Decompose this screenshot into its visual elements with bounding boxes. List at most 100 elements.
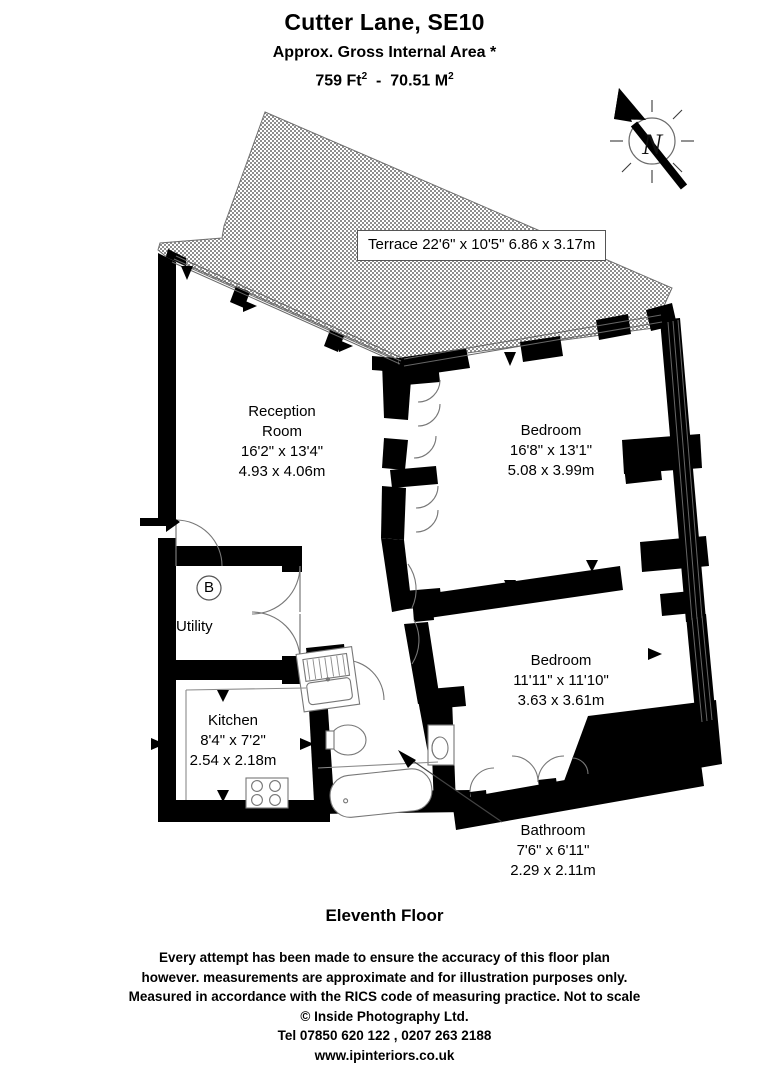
bedroom1-label-imperial: 16'8" x 13'1" — [509, 442, 593, 459]
area-feet-exponent: 2 — [361, 71, 368, 82]
door-bed1-arc-c — [413, 435, 437, 459]
kitchen-sink — [295, 646, 361, 713]
kitchen-label-metric: 2.54 x 2.18m — [189, 752, 277, 769]
wall-right-stub-c — [640, 536, 709, 572]
door-leaves — [175, 520, 301, 660]
website-line[interactable]: www.ipinteriors.co.uk — [314, 1047, 455, 1063]
terrace-label-metric: 6.86 x 3.17m — [508, 236, 596, 253]
door-utility-arc-a — [251, 565, 301, 615]
dim-tick-recep-a — [181, 266, 193, 280]
door-bed2-arc-c — [537, 755, 565, 783]
area-metric-value: 70.51 M — [390, 72, 449, 90]
room-label-bedroom-2: Bedroom 11'11" x 11'10" 3.63 x 3.61m — [486, 651, 636, 711]
wall-bath-upper-left — [404, 622, 440, 704]
dim-tick-bed1-a — [504, 352, 516, 366]
page-title: Cutter Lane, SE10 — [284, 9, 485, 35]
boiler-marker — [196, 575, 222, 601]
bathroom-wc — [325, 724, 367, 756]
bedroom2-label-name: Bedroom — [530, 652, 592, 669]
door-entrance-arc — [175, 519, 223, 567]
entrance-arrow — [140, 512, 180, 532]
compass-north-letter: N — [641, 128, 664, 161]
reception-label-name: Reception — [248, 403, 316, 420]
wall-bottom-right-wedge — [560, 700, 722, 792]
room-label-kitchen: Kitchen 8'4" x 7'2" 2.54 x 2.18m — [158, 711, 308, 771]
terrace-label-name: Terrace — [368, 236, 419, 253]
plan-header: Cutter Lane, SE10 Approx. Gross Internal… — [0, 8, 769, 92]
wall-bed1-top-b — [520, 336, 563, 362]
wall-utility-top-jamb — [282, 546, 302, 572]
reception-label-imperial: 16'2" x 13'4" — [240, 443, 324, 460]
dimension-ticks — [151, 266, 662, 802]
door-bed1-arc-a — [417, 379, 441, 403]
room-label-terrace: Terrace 22'6" x 10'5" 6.86 x 3.17m — [357, 230, 607, 261]
wall-utility-bottom — [176, 660, 300, 680]
dim-tick-bed2-a — [586, 560, 598, 572]
disclaimer-line-1: Every attempt has been made to ensure th… — [159, 950, 610, 965]
wall-bed1-top-c — [596, 314, 631, 340]
disclaimer-line-3: Measured in accordance with the RICS cod… — [128, 989, 641, 1004]
area-feet-value: 759 Ft — [315, 72, 362, 90]
bathroom-bathtub — [329, 768, 433, 818]
room-label-bedroom-1: Bedroom 16'8" x 13'1" 5.08 x 3.99m — [476, 421, 626, 481]
dim-tick-left — [151, 738, 165, 750]
door-bed2-arc-d — [571, 757, 589, 775]
wall-left-lower — [158, 538, 176, 815]
dim-tick-kitchen-bottom — [217, 790, 229, 802]
wall-partition-mid — [382, 438, 408, 470]
boiler-marker-label: B — [199, 578, 219, 598]
floor-name: Eleventh Floor — [325, 906, 444, 925]
area-metric-exponent: 2 — [448, 71, 454, 82]
door-bed2-arc-b — [511, 755, 539, 783]
dim-tick-kitchen-right — [300, 738, 314, 750]
door-bed1-arc-b — [417, 403, 441, 427]
area-values: 759 Ft2 - 70.51 M2 — [0, 66, 769, 92]
wall-right-stub-d — [660, 590, 704, 616]
door-utility-arc-b — [251, 611, 301, 661]
wall-right-lower — [686, 614, 716, 722]
bathroom-basin — [427, 724, 455, 766]
utility-label-name: Utility — [176, 618, 213, 635]
copyright-line: © Inside Photography Ltd. — [300, 1008, 469, 1024]
door-bed1-arc-e — [415, 509, 439, 533]
wall-bed2-jamb-c — [572, 772, 591, 796]
wall-bed2-jamb-a — [470, 790, 488, 814]
wall-jamb-a — [392, 364, 440, 386]
disclaimer-block: Every attempt has been made to ensure th… — [0, 948, 769, 1065]
wall-bath-top-right — [418, 686, 466, 710]
wall-jamb-b — [390, 466, 438, 488]
kitchen-label-imperial: 8'4" x 7'2" — [200, 732, 266, 749]
dim-tick-recep-b — [243, 300, 257, 312]
bedroom1-label-metric: 5.08 x 3.99m — [507, 462, 595, 479]
dim-tick-recep-c — [339, 340, 353, 352]
dim-tick-bed2-c — [648, 648, 662, 660]
kitchen-fixtures — [185, 646, 361, 809]
boiler-letter: B — [203, 579, 214, 596]
wall-utility-top — [176, 546, 300, 566]
room-label-bathroom: Bathroom 7'6" x 6'11" 2.29 x 2.11m — [478, 821, 628, 881]
bathroom-label-imperial: 7'6" x 6'11" — [516, 842, 590, 859]
bathroom-label-metric: 2.29 x 2.11m — [510, 862, 596, 879]
telephone-line: Tel 07850 620 122 , 0207 263 2188 — [277, 1028, 492, 1043]
room-label-utility: Utility — [176, 617, 256, 637]
dim-tick-bed2-b — [504, 580, 516, 592]
door-hall-arc-a — [407, 563, 417, 609]
dim-tick-kitchen-top — [217, 690, 229, 702]
bathroom-fixtures — [317, 724, 455, 818]
kitchen-hob — [245, 777, 289, 809]
wall-corridor-end — [412, 594, 434, 622]
disclaimer-line-2: however. measurements are approximate an… — [141, 969, 628, 985]
bedroom2-label-metric: 3.63 x 3.61m — [517, 692, 605, 709]
room-label-reception: Reception Room 16'2" x 13'4" 4.93 x 4.06… — [212, 402, 352, 482]
kitchen-label-name: Kitchen — [207, 712, 259, 729]
door-hall-arc-b — [411, 619, 420, 665]
reception-label-name2: Room — [261, 423, 302, 440]
wall-right-stub-b — [624, 462, 662, 484]
area-separator: - — [376, 72, 382, 90]
door-bed1-arc-d — [415, 485, 439, 509]
wall-left-upper — [158, 253, 176, 520]
reception-label-metric: 4.93 x 4.06m — [238, 463, 326, 480]
wall-bed2-jamb-b — [538, 778, 559, 802]
